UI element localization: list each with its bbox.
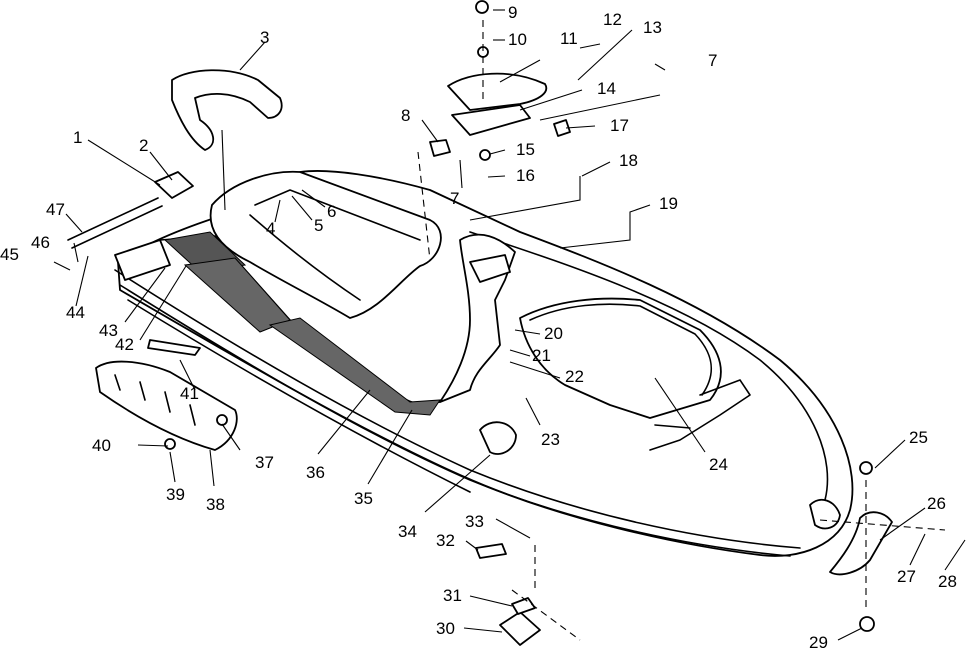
callout-26: 26 <box>927 494 946 513</box>
callout-15: 15 <box>516 140 535 159</box>
callout-31: 31 <box>443 586 462 605</box>
callout-38: 38 <box>206 495 225 514</box>
callout-17: 17 <box>610 116 629 135</box>
callout-18: 18 <box>619 151 638 170</box>
callout-5: 5 <box>314 216 323 235</box>
callout-19: 19 <box>659 194 678 213</box>
callout-25: 25 <box>909 428 928 447</box>
callout-45: 45 <box>0 245 19 264</box>
leader-lines <box>53 9 966 641</box>
callout-37: 37 <box>255 453 274 472</box>
callout-34: 34 <box>398 522 417 541</box>
callout-42: 42 <box>115 335 134 354</box>
callout-46: 46 <box>31 233 50 252</box>
callout-32: 32 <box>436 531 455 550</box>
callout-39: 39 <box>166 485 185 504</box>
callout-14: 14 <box>597 79 616 98</box>
callout-27: 27 <box>897 567 916 586</box>
callout-labels: 1 2 3 4 5 6 7 8 9 10 11 12 13 14 15 16 7… <box>0 3 957 652</box>
callout-30: 30 <box>436 619 455 638</box>
callout-6: 6 <box>327 202 336 221</box>
callout-8: 8 <box>401 106 410 125</box>
callout-41: 41 <box>180 384 199 403</box>
callout-12: 12 <box>603 10 622 29</box>
callout-4: 4 <box>266 219 275 238</box>
callout-35: 35 <box>354 489 373 508</box>
callout-21: 21 <box>532 346 551 365</box>
callout-47: 47 <box>46 200 65 219</box>
callout-33: 33 <box>465 512 484 531</box>
callout-44: 44 <box>66 303 85 322</box>
callout-7a: 7 <box>708 51 717 70</box>
footwell-mat-left <box>163 231 441 416</box>
callout-2: 2 <box>139 136 148 155</box>
callout-10: 10 <box>508 30 527 49</box>
grab-handle <box>171 69 283 151</box>
callout-3: 3 <box>260 28 269 47</box>
callout-9: 9 <box>508 3 517 22</box>
callout-7b: 7 <box>450 189 459 208</box>
callout-16: 16 <box>516 166 535 185</box>
callout-29: 29 <box>809 633 828 652</box>
callout-36: 36 <box>306 463 325 482</box>
callout-23: 23 <box>541 430 560 449</box>
callout-43: 43 <box>99 321 118 340</box>
assembly-lines <box>417 20 946 641</box>
callout-22: 22 <box>565 367 584 386</box>
callout-11: 11 <box>560 29 578 48</box>
callout-13: 13 <box>643 18 662 37</box>
callout-1: 1 <box>73 128 82 147</box>
hull-body <box>67 0 893 646</box>
callout-28: 28 <box>938 572 957 591</box>
callout-20: 20 <box>544 324 563 343</box>
callout-40: 40 <box>92 436 111 455</box>
callout-24: 24 <box>709 455 728 474</box>
